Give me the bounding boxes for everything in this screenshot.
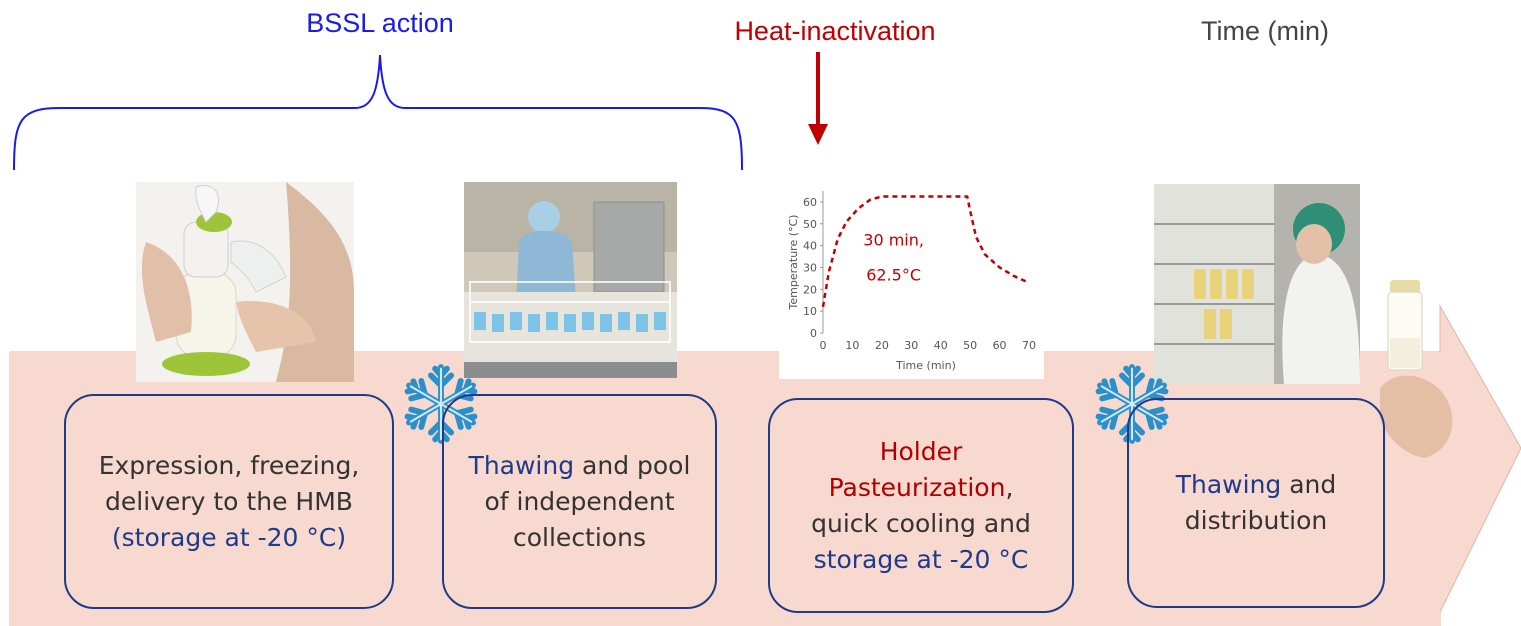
y-tick-label: 40 [803,240,817,253]
thawing-highlight: Thawing [1175,470,1282,499]
x-tick-label: 40 [934,339,948,352]
step-text: collections [513,522,646,552]
milk-bank-lab-photo [464,182,677,378]
x-tick-label: 10 [845,339,859,352]
step-box-thawing-pool: Thawing and pool of independent collecti… [442,394,717,609]
step-text: , [1005,472,1014,502]
x-tick-label: 50 [963,339,977,352]
step-text: and pool [574,450,691,480]
step-text: quick cooling and [811,508,1031,538]
x-tick-label: 0 [820,339,827,352]
step-text: and [1281,470,1337,499]
y-axis-label: Temperature (°C) [787,215,800,311]
step-text: of independent [484,486,675,516]
pasteurization-highlight: Pasteurization [828,472,1006,502]
heat-inactivation-label: Heat-inactivation [734,16,936,46]
x-tick-label: 60 [993,339,1007,352]
bssl-brace-icon [13,54,743,171]
x-axis-label: Time (min) [895,359,956,372]
temperature-series-line [821,195,1030,307]
step-text: delivery to the HMB [105,486,353,516]
y-tick-label: 0 [810,327,817,340]
y-tick-label: 10 [803,305,817,318]
breast-pump-photo [136,182,354,382]
x-tick-label: 30 [904,339,918,352]
y-tick-label: 20 [803,283,817,296]
bssl-action-label: BSSL action [306,8,454,38]
y-tick-label: 50 [803,218,817,231]
step-box-thawing-distribution: Thawing and distribution [1127,398,1385,608]
step-text: distribution [1184,506,1328,535]
chart-annotation: 62.5°C [866,266,921,285]
y-tick-label: 30 [803,261,817,274]
step-text-storage: storage at -20 °C [813,544,1029,574]
refrigerator-photo [1154,184,1360,384]
step-box-pasteurization: Holder Pasteurization, quick cooling and… [768,398,1074,613]
step-text-storage: (storage at -20 °C) [111,522,347,552]
step-text-holder: Holder [879,436,963,466]
x-tick-label: 70 [1022,339,1036,352]
chart-annotation: 30 min, [863,231,924,250]
milk-cup-hand-photo [1376,278,1458,460]
y-tick-label: 60 [803,196,817,209]
heat-down-arrow-icon [808,52,828,145]
step-text: Expression, freezing, [98,450,360,480]
x-tick-label: 20 [875,339,889,352]
thawing-highlight: Thawing [468,450,575,480]
process-arrow-body [10,352,1440,626]
step-box-expression: Expression, freezing, delivery to the HM… [64,394,394,609]
time-axis-top-label: Time (min) [1201,16,1329,46]
